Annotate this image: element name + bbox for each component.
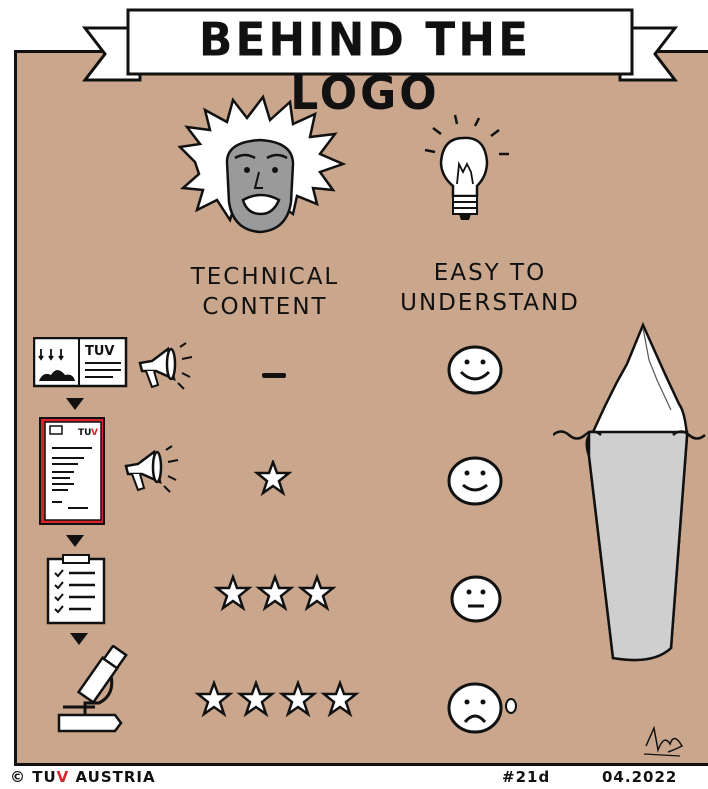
- page-title: BEHIND THE LOGO: [198, 13, 532, 121]
- lightbulb-icon: [424, 114, 509, 220]
- poster-panel: [14, 50, 708, 766]
- brand-austria: AUSTRIA: [69, 768, 156, 786]
- label-certificate-icon: TUV: [33, 337, 128, 388]
- issue-date: 04.2022: [602, 768, 678, 786]
- neutral-face-icon: [450, 575, 502, 623]
- four-stars: [194, 679, 360, 718]
- sad-face-icon: [447, 682, 517, 734]
- issue-number: #21d: [502, 768, 551, 786]
- brand-v: V: [56, 768, 70, 786]
- no-technical-mark: [262, 373, 286, 378]
- megaphone-icon: [138, 342, 193, 390]
- iceberg-icon: [553, 321, 706, 662]
- svg-text:V: V: [91, 428, 98, 438]
- certificate-icon: TU V: [39, 417, 105, 525]
- footer-brand: © TUV AUSTRIA: [10, 768, 156, 786]
- megaphone-icon: [124, 445, 179, 493]
- microscope-icon: [57, 645, 128, 733]
- arrow-down-icon: [66, 535, 84, 547]
- svg-text:TU: TU: [78, 428, 91, 438]
- scientist-icon: [177, 94, 347, 234]
- three-stars: [213, 573, 337, 612]
- checklist-icon: [46, 554, 106, 625]
- title-banner: [81, 8, 679, 82]
- signature: [643, 725, 684, 757]
- brand-tu: TU: [32, 768, 57, 786]
- svg-text:TUV: TUV: [85, 344, 115, 359]
- arrow-down-icon: [66, 398, 84, 410]
- copyright-symbol: ©: [10, 768, 26, 786]
- arrow-down-icon: [70, 633, 88, 645]
- star-icon: [254, 460, 292, 496]
- smile-face-icon: [447, 345, 503, 395]
- smile-face-icon: [447, 456, 503, 506]
